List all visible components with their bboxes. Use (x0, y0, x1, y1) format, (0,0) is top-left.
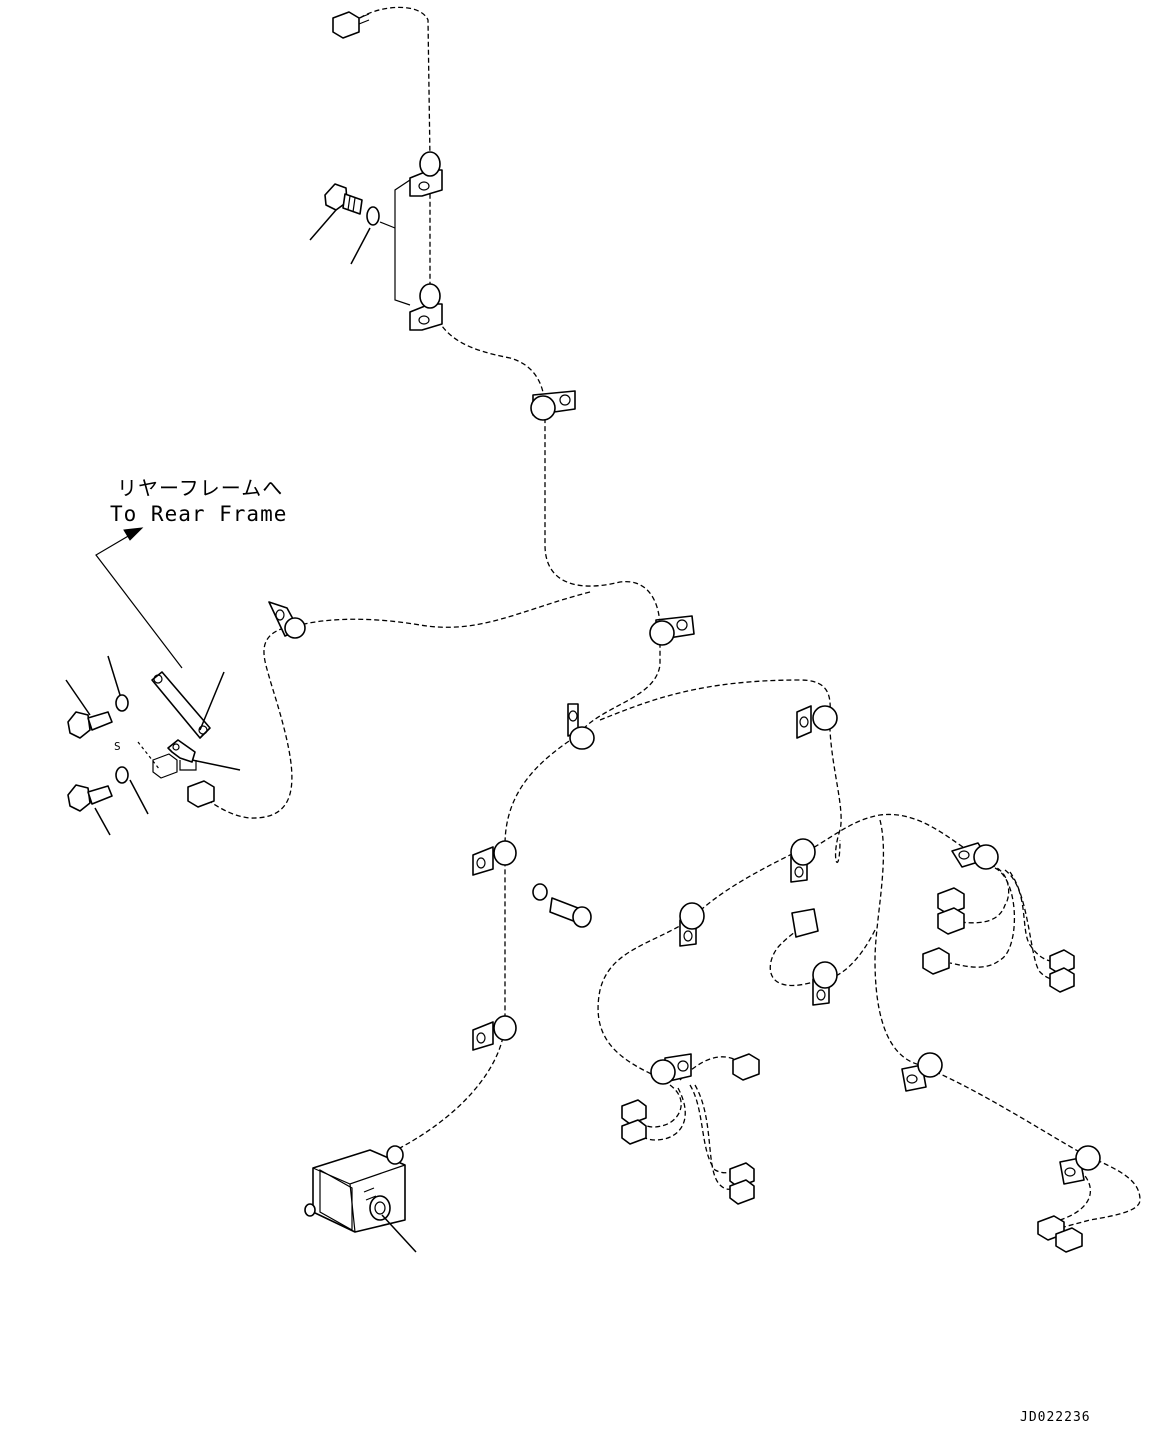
clamp-icon (409, 283, 443, 331)
bracket-icon (151, 671, 211, 771)
connector-icon (332, 11, 370, 39)
clamp-icon (409, 151, 443, 197)
clamp-icon (790, 838, 816, 883)
clamp-icon (901, 1052, 943, 1092)
clamps (268, 151, 1101, 1185)
clamp-icon (472, 1015, 517, 1051)
connector-icon (152, 753, 178, 779)
clamp-icon (791, 908, 819, 938)
arrow-icon (123, 527, 144, 541)
clamp-icon (567, 703, 595, 750)
bolt-icon (67, 784, 113, 812)
washer-icon (115, 694, 129, 712)
connector-icon (621, 1099, 647, 1125)
connector-icon (937, 887, 965, 915)
connector-icon (937, 907, 965, 935)
clamp-icon (679, 902, 705, 947)
connectors (152, 11, 1083, 1253)
bolt-icon (324, 183, 363, 215)
annotation-english: To Rear Frame (110, 502, 287, 526)
fasteners (67, 183, 592, 928)
connector-icon (1049, 967, 1075, 993)
connector-icon (729, 1179, 755, 1205)
connector-icon (187, 780, 215, 808)
clamp-icon (649, 615, 695, 646)
leader-lines (65, 209, 417, 1253)
clamp-icon (951, 842, 999, 870)
bracket-icon (394, 179, 411, 306)
annotation-japanese: リヤーフレームへ (117, 476, 283, 500)
module-icon (304, 1145, 406, 1233)
connector-icon (1049, 949, 1075, 975)
clamp-icon (268, 601, 306, 639)
connector-icon (1055, 1227, 1083, 1253)
washer-icon (366, 206, 380, 226)
clamp-icon (1059, 1145, 1101, 1185)
connector-icon (922, 947, 950, 975)
drawing-code: JD022236 (1020, 1410, 1091, 1425)
arrow-icon (95, 534, 183, 669)
connector-icon (732, 1053, 760, 1081)
clamp-icon (472, 840, 517, 876)
small-mark: S (114, 740, 121, 753)
clamp-icon (530, 390, 576, 421)
clamp-icon (650, 1053, 692, 1085)
clamp-icon (796, 705, 838, 739)
bolt-icon (549, 897, 592, 928)
bolt-icon (67, 711, 113, 739)
washer-icon (532, 883, 548, 901)
clamp-icon (812, 961, 838, 1006)
connector-icon (621, 1119, 647, 1145)
washer-icon (115, 766, 129, 784)
